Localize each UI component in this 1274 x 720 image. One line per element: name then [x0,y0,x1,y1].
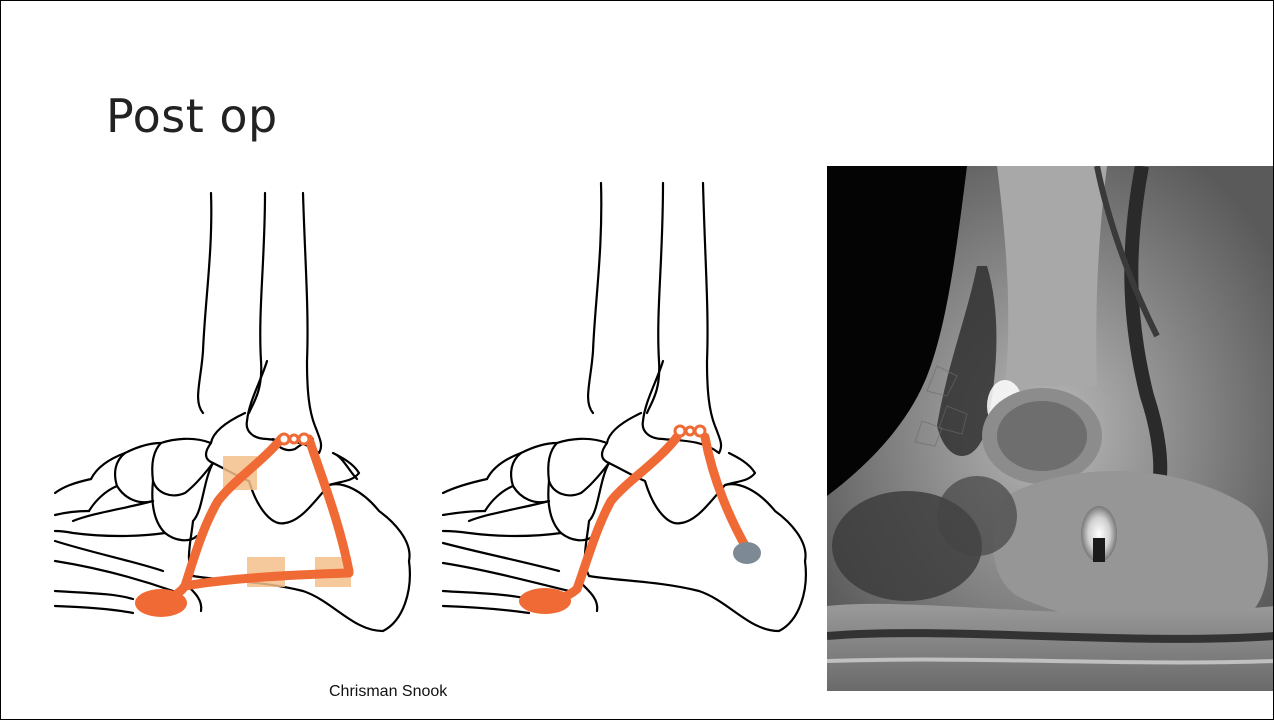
bone-outlines [443,183,806,631]
left-ankle-diagram [53,181,423,651]
mri-render [827,166,1274,691]
slide-title: Post op [106,89,278,143]
right-ankle-diagram [441,181,816,651]
suture-anchor [733,542,761,564]
drill-tunnel [279,434,309,444]
tendon-insertion [135,589,187,617]
tendon-reconstruction [151,439,349,601]
bone-outlines [55,193,410,631]
mri-image [827,166,1274,691]
tendon-reconstruction [541,437,747,601]
drill-tunnel [675,426,705,436]
tendon-insertion [519,588,571,614]
figure-caption: Chrisman Snook [329,683,447,701]
